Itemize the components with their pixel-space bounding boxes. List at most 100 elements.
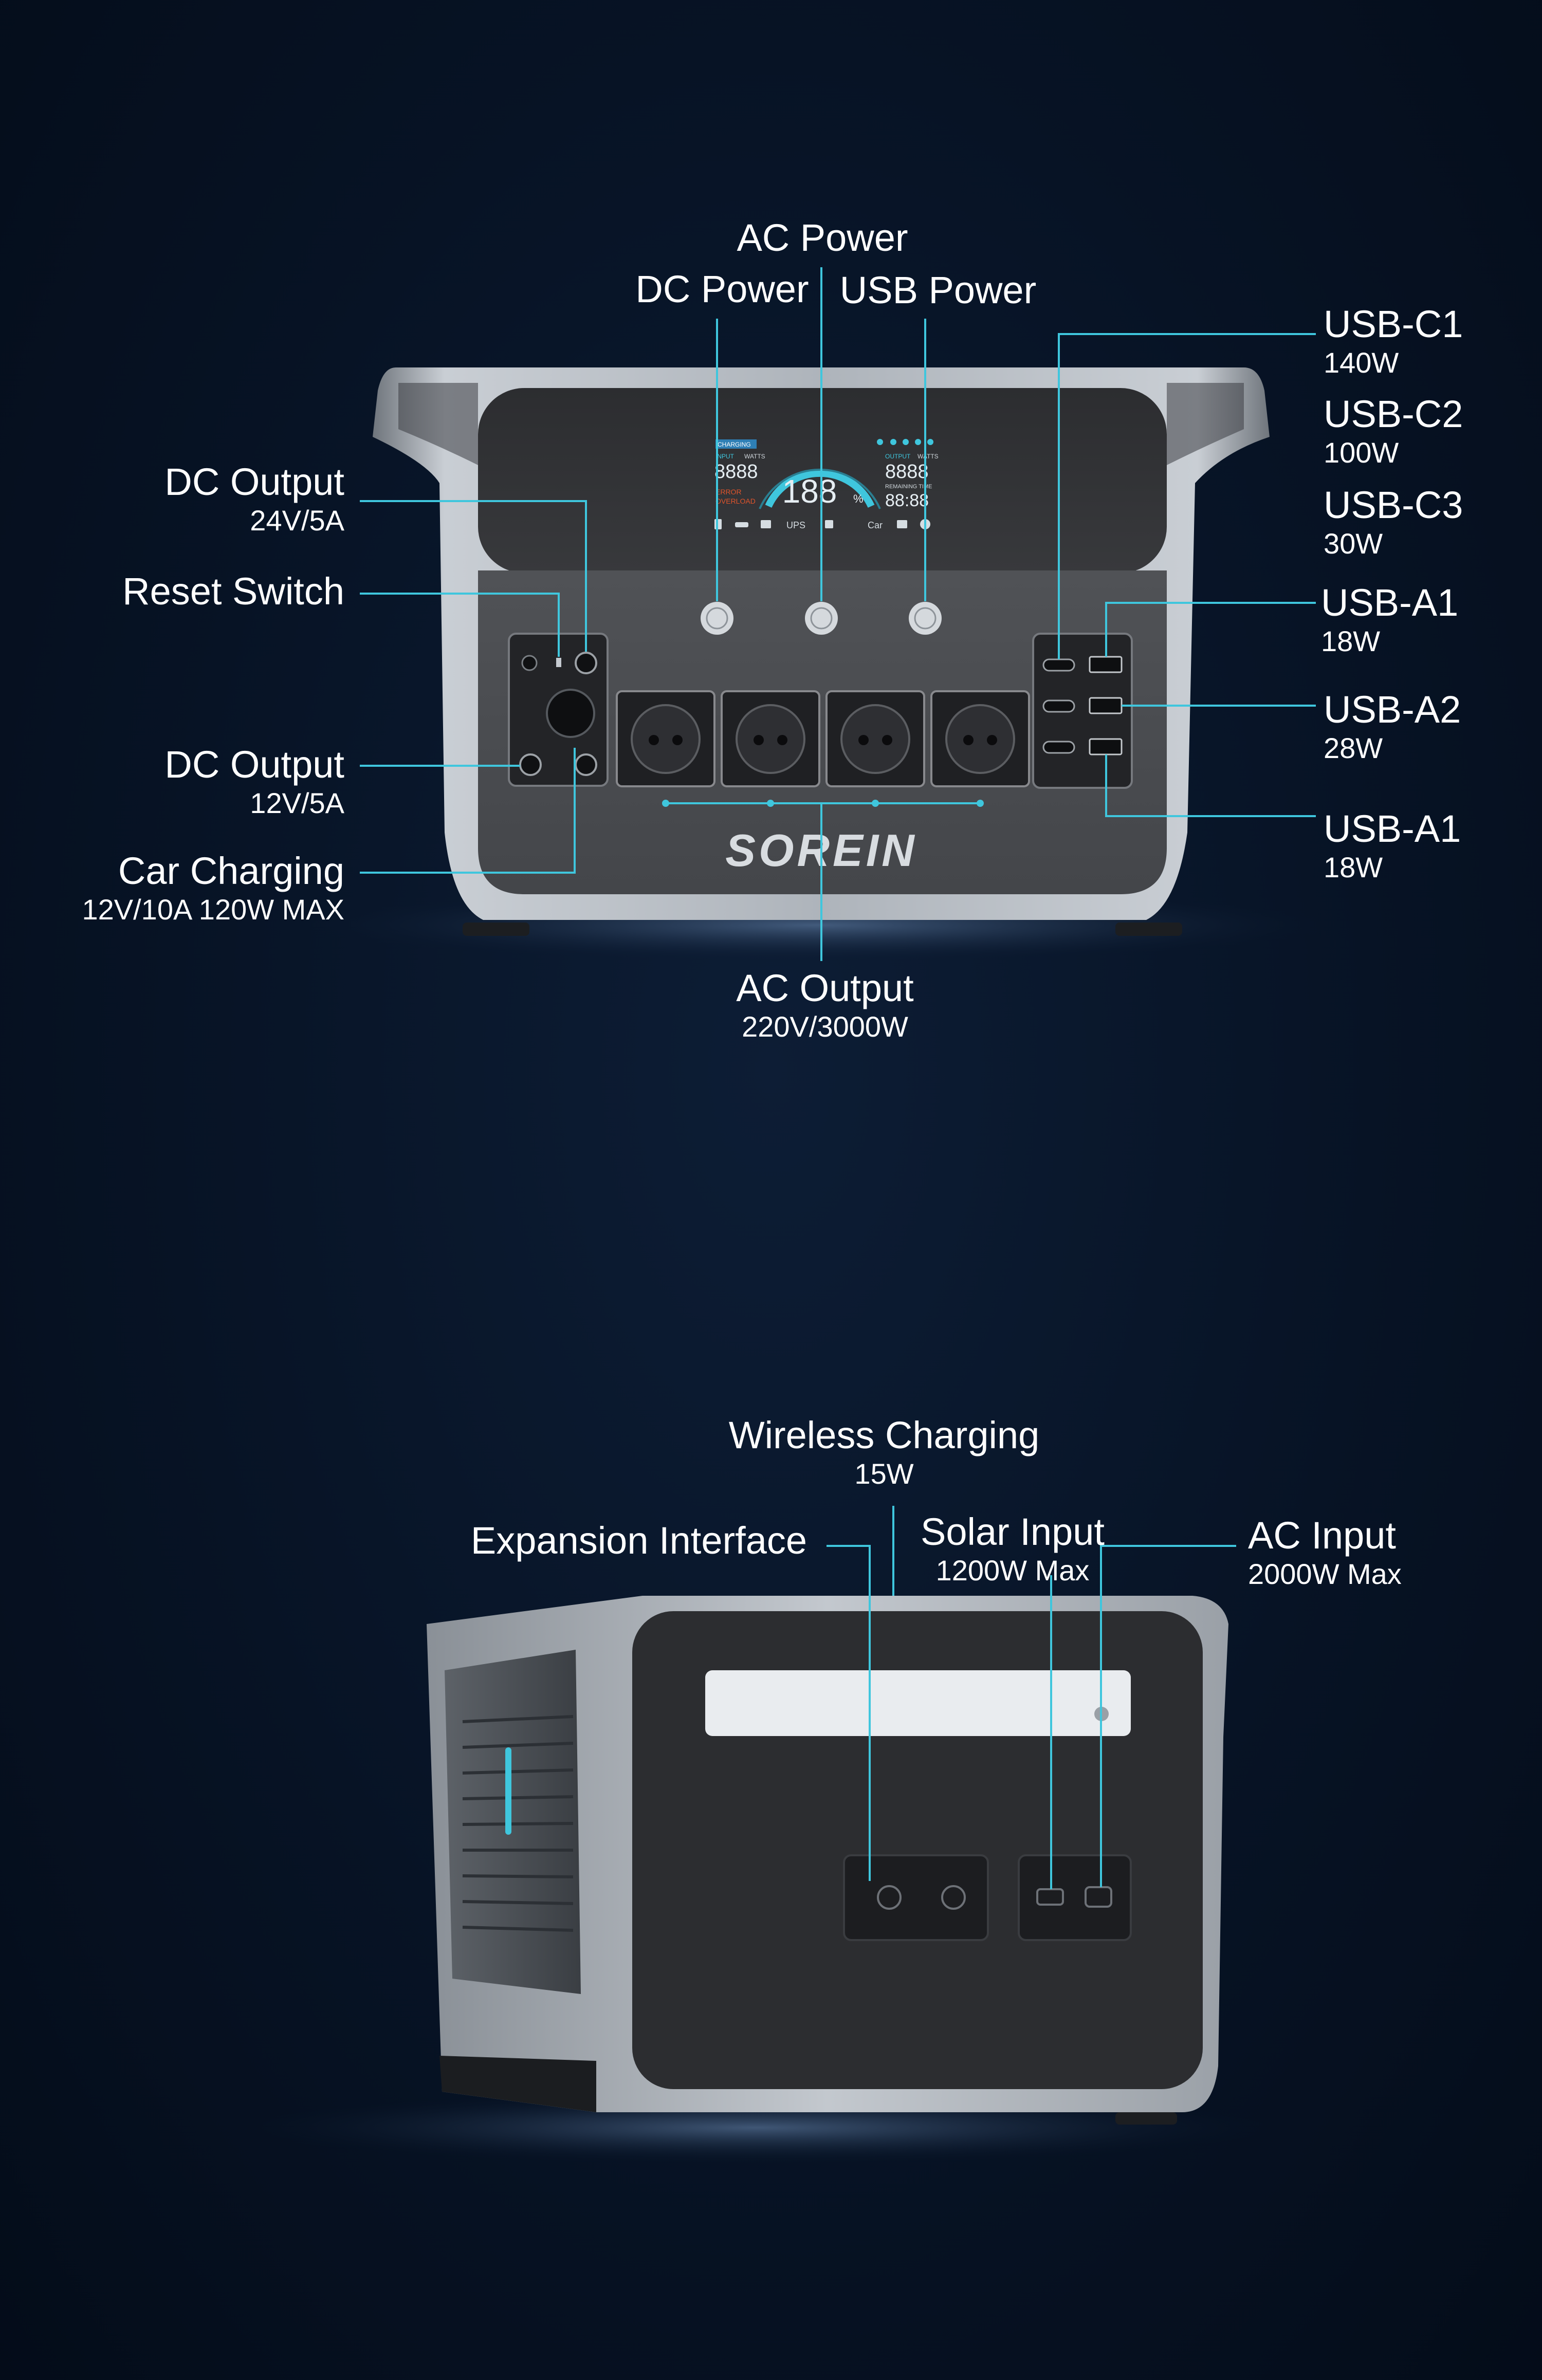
- lcd-charging-tag-bg: [715, 439, 757, 449]
- label-ac-output-title: AC Output: [736, 967, 914, 1009]
- leader-expansion: [827, 1545, 871, 1881]
- label-expansion-interface: Expansion Interface: [391, 1519, 807, 1563]
- label-usb-c2-sub: 100W: [1324, 436, 1399, 469]
- dc-24v-port[interactable]: [575, 652, 597, 674]
- label-ac-input-title: AC Input: [1248, 1514, 1396, 1557]
- label-usb-c3: USB-C3 30W: [1324, 483, 1463, 560]
- ac-output-dot-3: [872, 800, 879, 807]
- label-usb-a2-title: USB-A2: [1324, 688, 1461, 731]
- lcd-right-digits: 8888: [885, 461, 929, 483]
- lcd-status-icons: UPS Car: [714, 519, 930, 530]
- label-usb-c1: USB-C1 140W: [1324, 302, 1463, 379]
- label-usb-a1-top-sub: 18W: [1321, 625, 1381, 657]
- label-car-charging-sub: 12V/10A 120W MAX: [82, 893, 344, 926]
- label-usb-a1-bottom-sub: 18W: [1324, 851, 1383, 883]
- brand-logo: SOREIN: [725, 825, 917, 876]
- ac-socket-1[interactable]: [616, 690, 715, 787]
- usb-power-button[interactable]: [909, 602, 942, 635]
- ac-socket-4[interactable]: [930, 690, 1030, 787]
- ac-input-port[interactable]: [1085, 1886, 1112, 1908]
- usb-c3-port[interactable]: [1042, 741, 1075, 754]
- lcd-arc: [765, 469, 875, 508]
- dc-5521-port[interactable]: [521, 655, 538, 671]
- left-handle-shade: [398, 383, 478, 465]
- label-dc-power-title: DC Power: [635, 268, 809, 310]
- label-usb-a1-bottom-title: USB-A1: [1324, 807, 1461, 850]
- dc-power-button[interactable]: [701, 602, 733, 635]
- label-usb-c2-title: USB-C2: [1324, 393, 1463, 435]
- label-expansion-title: Expansion Interface: [470, 1519, 807, 1562]
- lcd-center-unit: %: [853, 492, 864, 505]
- label-car-charging-title: Car Charging: [118, 850, 344, 892]
- dc-port-module: [508, 633, 609, 787]
- reset-switch[interactable]: [556, 658, 561, 667]
- label-usb-c3-sub: 30W: [1324, 527, 1383, 560]
- lcd-left-digits: 8888: [714, 461, 758, 483]
- front-foot-right: [1115, 923, 1182, 936]
- lcd-watts-tag-right: WATTS: [917, 453, 939, 460]
- label-usb-power: USB Power: [828, 268, 1049, 312]
- car-charging-port[interactable]: [546, 689, 595, 738]
- ac-socket-3[interactable]: [825, 690, 925, 787]
- label-dc-output-24v-sub: 24V/5A: [250, 504, 344, 537]
- label-dc-output-12v: DC Output 12V/5A: [77, 743, 344, 820]
- label-ac-output-sub: 220V/3000W: [742, 1010, 908, 1043]
- lcd-top-right-icons: [877, 439, 933, 445]
- label-usb-c3-title: USB-C3: [1324, 484, 1463, 526]
- grille-ribs: [462, 1715, 574, 1932]
- lcd-watts-tag-left: WATTS: [744, 453, 765, 460]
- leader-reset-switch: [360, 593, 560, 657]
- expansion-interface-port[interactable]: [843, 1854, 989, 1941]
- side-light-strip: [505, 1747, 511, 1835]
- lcd-output-tag: OUTPUT: [885, 453, 911, 460]
- ac-socket-2[interactable]: [721, 690, 820, 787]
- label-ac-input-sub: 2000W Max: [1248, 1558, 1402, 1590]
- usb-c2-port[interactable]: [1042, 699, 1075, 713]
- lcd-input-tag: INPUT: [715, 453, 735, 460]
- label-usb-a2-sub: 28W: [1324, 732, 1383, 764]
- label-reset-switch: Reset Switch: [51, 569, 344, 614]
- label-solar-title: Solar Input: [921, 1510, 1105, 1553]
- ac-output-dot-4: [977, 800, 984, 807]
- label-ac-output: AC Output 220V/3000W: [694, 966, 956, 1043]
- label-wireless-sub: 15W: [854, 1457, 914, 1490]
- wireless-charging-pad: [705, 1670, 1131, 1736]
- label-reset-switch-title: Reset Switch: [122, 570, 344, 613]
- lcd-error-tag: ERROR: [715, 488, 742, 496]
- label-usb-power-title: USB Power: [839, 269, 1037, 311]
- label-usb-a2: USB-A2 28W: [1324, 688, 1461, 765]
- leader-usb-c1: [1058, 333, 1316, 659]
- lcd-time-digits: 88:88: [885, 491, 929, 510]
- lcd-remaining-tag: REMAINING TIME: [885, 484, 932, 490]
- label-ac-power: AC Power: [720, 216, 925, 260]
- leader-dc-output-24v: [360, 500, 587, 652]
- label-ac-input: AC Input 2000W Max: [1248, 1514, 1402, 1591]
- right-handle-shade: [1167, 383, 1244, 465]
- lcd-overload-tag: OVERLOAD: [715, 497, 756, 505]
- label-solar-sub: 1200W Max: [935, 1554, 1090, 1586]
- label-usb-c2: USB-C2 100W: [1324, 392, 1463, 469]
- front-foot-left: [463, 923, 529, 936]
- lcd-ups-tag: UPS: [786, 520, 805, 530]
- label-usb-a1-top-title: USB-A1: [1321, 581, 1459, 624]
- label-wireless-charging: Wireless Charging 15W: [684, 1413, 1085, 1490]
- label-usb-c1-title: USB-C1: [1324, 303, 1463, 345]
- leader-ac-input: [1100, 1545, 1236, 1887]
- label-dc-output-12v-title: DC Output: [164, 743, 344, 786]
- ac-output-dot-1: [662, 800, 669, 807]
- lcd-display: 188 % CHARGING INPUT WATTS 8888 ERROR OV…: [714, 439, 939, 530]
- label-ac-power-title: AC Power: [737, 216, 908, 259]
- label-dc-output-24v: DC Output 24V/5A: [77, 460, 344, 537]
- ac-power-button[interactable]: [805, 602, 838, 635]
- label-dc-power: DC Power: [625, 267, 820, 311]
- lcd-car-tag: Car: [868, 520, 883, 530]
- ac-output-dot-2: [767, 800, 774, 807]
- leader-car-charging: [360, 748, 576, 874]
- solar-ac-input-module: [1018, 1854, 1132, 1941]
- label-usb-a1-top: USB-A1 18W: [1321, 581, 1458, 658]
- leader-usb-a1-top: [1105, 602, 1316, 657]
- label-usb-c1-sub: 140W: [1324, 346, 1399, 379]
- label-usb-a1-bottom: USB-A1 18W: [1324, 807, 1461, 884]
